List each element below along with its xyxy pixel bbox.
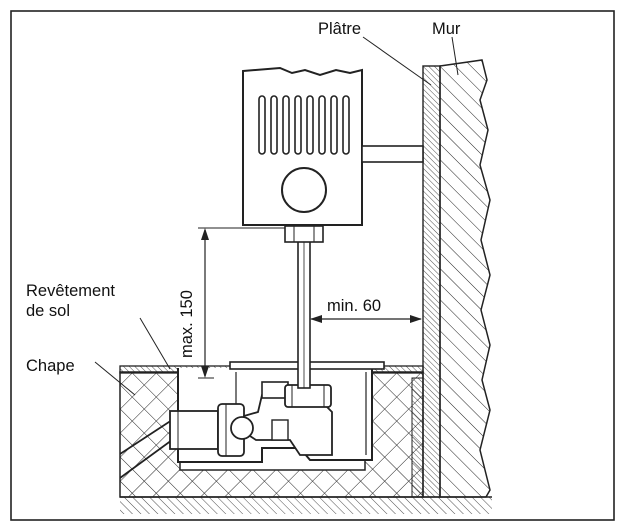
wall-bracket <box>361 145 424 163</box>
pipe-coupling <box>169 410 219 450</box>
label-max-150: max. 150 <box>178 290 196 358</box>
leader-platre <box>362 36 432 86</box>
subfloor <box>120 497 492 514</box>
leader-mur <box>451 36 459 76</box>
label-platre: Plâtre <box>318 20 362 38</box>
shaft-nut <box>284 225 324 243</box>
plaster-layer <box>422 65 441 498</box>
label-chape: Chape <box>26 357 75 375</box>
label-mur: Mur <box>432 20 461 38</box>
thermostat-grille <box>258 95 350 155</box>
leader-revetement <box>139 317 171 370</box>
screed-edge-strip <box>411 377 424 498</box>
label-min-60: min. 60 <box>327 297 382 315</box>
diagram-frame <box>10 10 615 521</box>
label-revetement-line2: de sol <box>26 302 71 320</box>
label-revetement-line1: Revêtement <box>26 282 115 300</box>
wall <box>439 59 491 498</box>
valve-ball <box>230 416 254 440</box>
thermostat-knob <box>281 167 327 213</box>
leader-chape <box>94 361 136 396</box>
